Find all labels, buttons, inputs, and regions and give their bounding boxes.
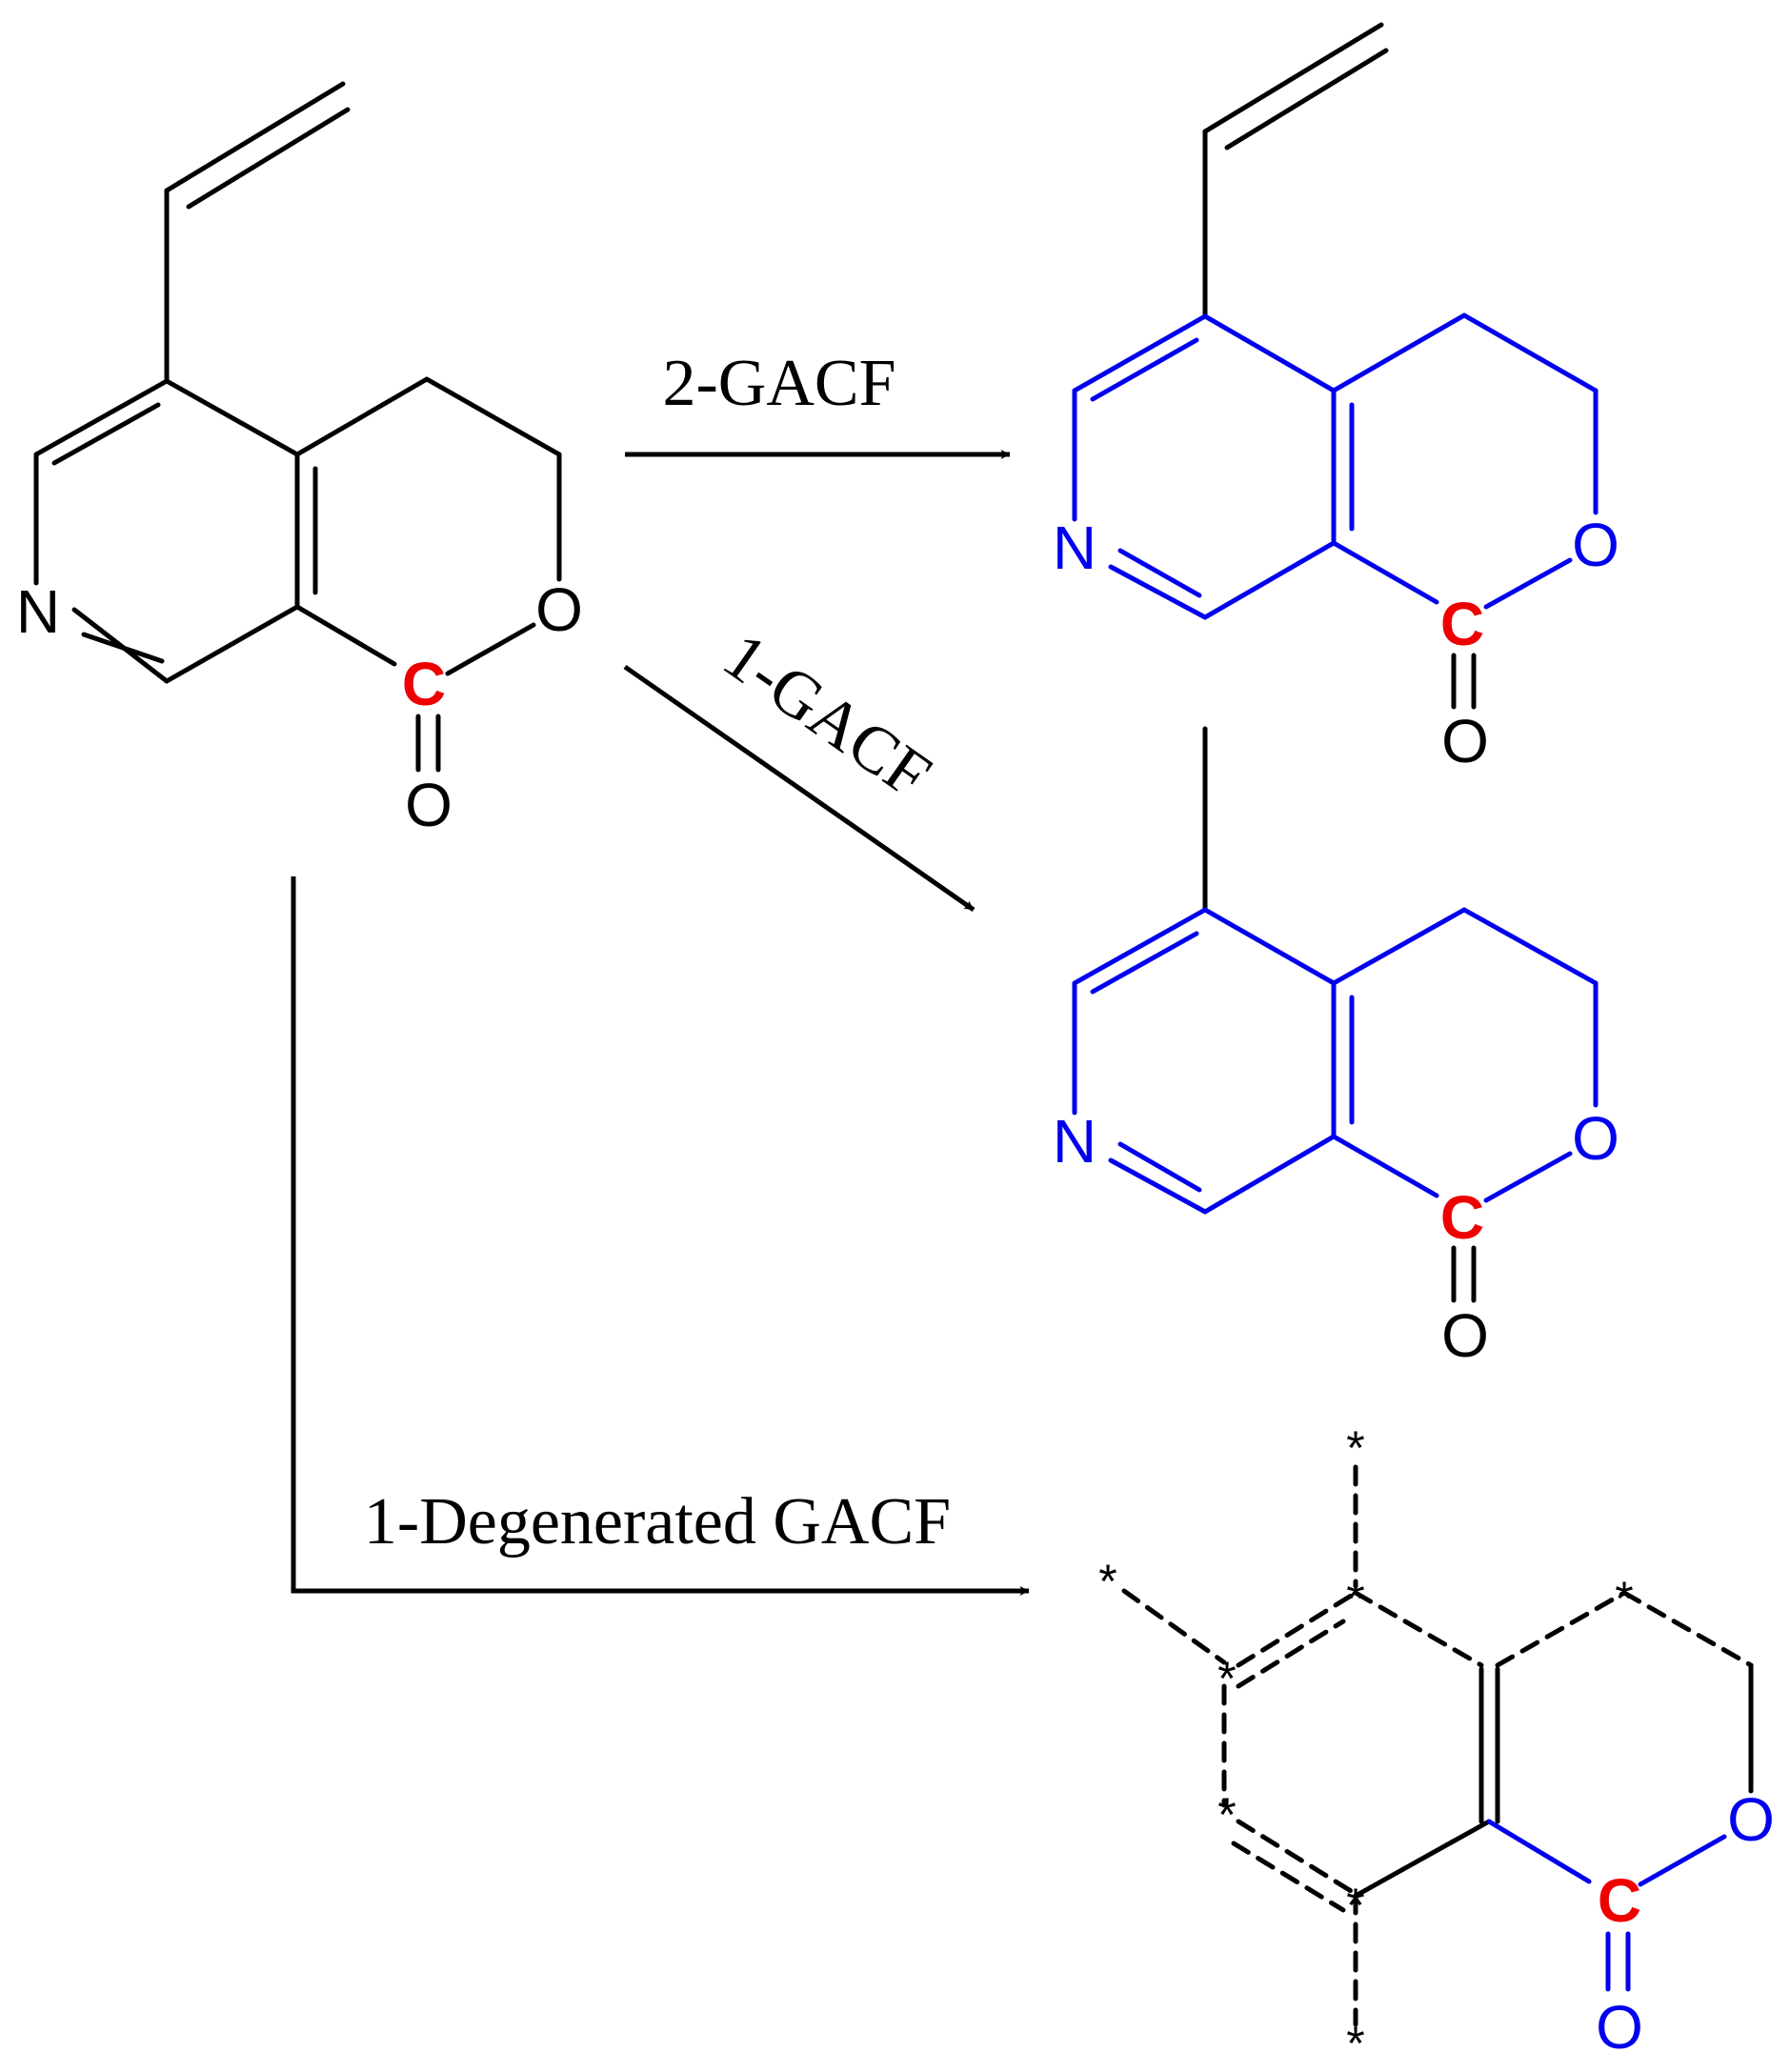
product-1-degenerated-gacf — [1121, 1464, 1754, 2027]
ring-bond — [1072, 313, 1208, 393]
ring-bond — [1202, 907, 1337, 986]
atom-n-parent: N — [16, 577, 60, 646]
dashed-bond — [1621, 1590, 1754, 1668]
atom-c-parent: C — [402, 650, 446, 718]
degenerate-marker: * — [1615, 1572, 1633, 1625]
arrow-1-degenerated-gacf — [291, 876, 1030, 1596]
degenerate-marker: * — [1346, 1572, 1364, 1625]
reaction-label-2-gacf: 2-GACF — [662, 347, 895, 420]
degenerate-marker: * — [1217, 1652, 1236, 1705]
ring-bond — [33, 378, 170, 457]
atom-o-degen-carbonyl: O — [1596, 1993, 1643, 2062]
ring-bond — [1331, 312, 1467, 393]
atom-c-2gacf: C — [1440, 590, 1484, 658]
atom-c-degen: C — [1598, 1866, 1641, 1935]
dashed-bond — [1495, 1590, 1627, 1668]
reaction-label-1-degenerated-gacf: 1-Degenerated GACF — [364, 1485, 951, 1559]
ring-bond — [164, 604, 300, 684]
ring-bond — [1108, 1157, 1208, 1215]
dashed-bond — [1121, 1588, 1227, 1665]
ring-bond — [294, 604, 397, 667]
ring-double-bond — [1090, 337, 1199, 402]
degenerate-marker: * — [1217, 1788, 1236, 1841]
parent-molecule — [33, 81, 562, 773]
ring-double-bond — [1117, 548, 1202, 598]
degenerate-marker: * — [1346, 1879, 1364, 1932]
ring-bond — [1202, 540, 1337, 620]
ring-bond — [1331, 1134, 1439, 1198]
ring-bond — [1331, 907, 1467, 986]
ring-bond — [1483, 557, 1573, 610]
vinyl-double-bond — [186, 107, 351, 210]
ring-double-bond — [1090, 931, 1199, 995]
ring-bond — [445, 622, 536, 676]
dashed-bond — [1236, 1819, 1358, 1897]
ring-bond — [1486, 1819, 1592, 1884]
ring-bond — [1331, 540, 1439, 605]
vinyl-bond — [1202, 22, 1384, 134]
ring-bond — [294, 376, 430, 457]
atom-o-2gacf-carbonyl: O — [1441, 707, 1489, 775]
vinyl-double-bond — [1224, 48, 1389, 151]
ring-double-bond — [51, 402, 161, 466]
ring-bond — [164, 378, 300, 457]
dashed-bond — [1236, 1590, 1358, 1668]
dashed-bond — [1353, 1590, 1484, 1668]
dashed-double-bond — [1231, 1841, 1346, 1913]
ring-bond — [424, 376, 562, 457]
ring-bond — [1072, 907, 1208, 986]
atom-o-1gacf: O — [1572, 1104, 1619, 1173]
ring-bond — [1483, 1151, 1573, 1203]
dashed-double-bond — [1236, 1619, 1346, 1689]
vinyl-bond — [164, 81, 346, 193]
atom-o-parent: O — [535, 575, 583, 644]
ring-bond — [1108, 564, 1208, 620]
ring-bond — [1353, 1819, 1492, 1899]
ring-bond — [1461, 312, 1599, 393]
reaction-label-1-gacf: 1-GACF — [710, 619, 943, 814]
atom-o-1gacf-carbonyl: O — [1441, 1301, 1489, 1370]
product-1-gacf — [1072, 726, 1599, 1303]
atom-c-1gacf: C — [1440, 1183, 1484, 1252]
ring-double-bond — [81, 632, 165, 664]
product-2-gacf — [1072, 22, 1599, 710]
atom-o-degen: O — [1727, 1785, 1775, 1854]
arrow-1-gacf — [623, 664, 975, 913]
ring-bond — [1638, 1834, 1727, 1887]
degenerate-marker: * — [1098, 1555, 1116, 1608]
reaction-arrows — [291, 450, 1030, 1596]
ring-bond — [1202, 313, 1337, 393]
ring-bond — [1202, 1134, 1337, 1215]
atom-n-2gacf: N — [1053, 513, 1096, 582]
atom-o-2gacf: O — [1572, 511, 1619, 579]
atom-n-1gacf: N — [1053, 1107, 1096, 1176]
degenerate-marker: * — [1346, 1421, 1364, 1475]
ring-double-bond — [1117, 1141, 1202, 1193]
atom-o-parent-carbonyl: O — [405, 771, 453, 839]
ring-bond — [1461, 907, 1599, 986]
degenerate-marker: * — [1346, 2017, 1364, 2070]
